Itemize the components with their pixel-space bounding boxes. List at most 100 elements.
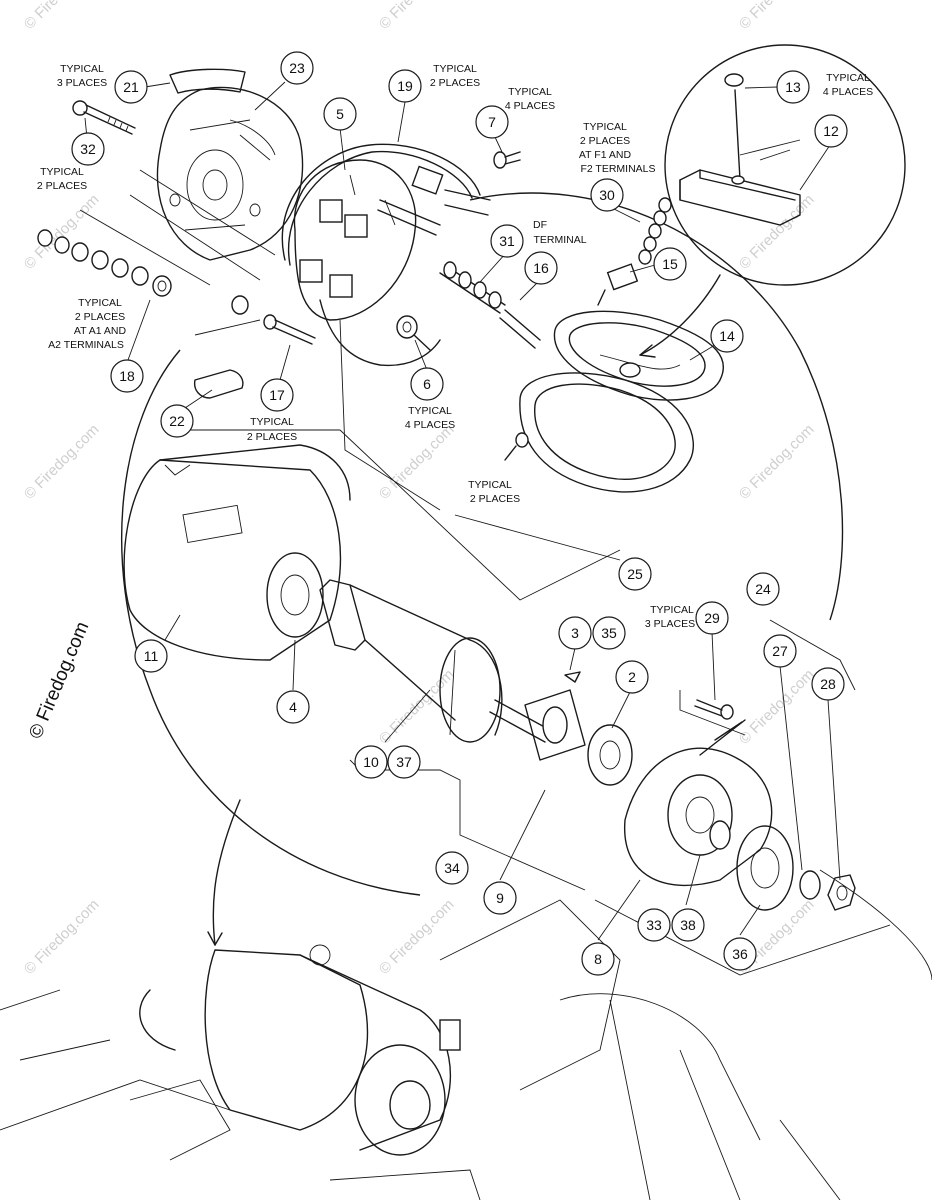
callout-27: 27 — [763, 634, 797, 668]
callout-22: 22 — [160, 404, 194, 438]
field-coil-assembly — [504, 310, 724, 493]
svg-text:35: 35 — [601, 625, 617, 641]
svg-text:2: 2 — [628, 669, 636, 685]
svg-text:11: 11 — [144, 648, 159, 664]
wire-lead — [319, 299, 441, 367]
watermark: © Firedog.com — [376, 0, 458, 33]
svg-text:4: 4 — [289, 699, 297, 715]
callout-30: 30 — [590, 178, 624, 212]
svg-text:33: 33 — [646, 917, 662, 933]
svg-text:38: 38 — [680, 917, 696, 933]
watermark: © Firedog.com — [376, 896, 458, 978]
svg-text:30: 30 — [599, 187, 615, 203]
watermark: © Firedog.com — [736, 191, 818, 273]
terminal-stack-15 — [597, 197, 672, 306]
washer-stack — [37, 229, 172, 297]
watermark: © Firedog.com — [376, 421, 458, 503]
callout-23: 23 — [280, 51, 314, 85]
svg-text:18: 18 — [119, 368, 135, 384]
pulley-nut-group — [709, 820, 856, 911]
svg-text:37: 37 — [396, 754, 412, 770]
brand-label: © Firedog.com — [25, 619, 93, 742]
commutator-end-head — [156, 86, 304, 261]
svg-text:21: 21 — [123, 79, 139, 95]
svg-text:29: 29 — [704, 610, 720, 626]
callout-6: 6 — [410, 367, 444, 401]
svg-text:6: 6 — [423, 376, 431, 392]
svg-text:27: 27 — [772, 643, 788, 659]
svg-text:28: 28 — [820, 676, 836, 692]
callout-33: 33 — [637, 908, 671, 942]
callout-3: 3 — [558, 616, 592, 650]
svg-text:31: 31 — [499, 233, 515, 249]
watermark: © Firedog.com — [21, 896, 103, 978]
brush-spring — [396, 315, 431, 351]
svg-text:23: 23 — [289, 60, 305, 76]
cover-band — [169, 68, 246, 94]
screw-29 — [694, 699, 734, 720]
callout-36: 36 — [723, 937, 757, 971]
watermark: © Firedog.com — [376, 666, 458, 748]
wire-harness — [281, 143, 481, 266]
callout-7: 7 — [475, 105, 509, 139]
watermark: © Firedog.com — [21, 191, 103, 273]
svg-text:36: 36 — [732, 946, 748, 962]
svg-text:34: 34 — [444, 860, 460, 876]
callout-15: 15 — [653, 247, 687, 281]
svg-text:15: 15 — [662, 256, 678, 272]
callout-2: 2 — [615, 660, 649, 694]
svg-text:22: 22 — [169, 413, 185, 429]
callout-18: 18 — [110, 359, 144, 393]
callout-8: 8 — [581, 942, 615, 976]
callout-13: 13 — [776, 70, 810, 104]
svg-text:13: 13 — [785, 79, 801, 95]
callout-10: 10 — [354, 745, 388, 779]
svg-text:19: 19 — [397, 78, 413, 94]
watermark: © Firedog.com — [736, 666, 818, 748]
screw-17 — [263, 314, 316, 345]
callout-17: 17 — [260, 378, 294, 412]
watermark: © Firedog.com — [736, 0, 818, 33]
screw-7 — [493, 151, 521, 169]
detail-inset — [639, 44, 906, 358]
watermark: © Firedog.com — [736, 421, 818, 503]
watermark: © Firedog.com — [21, 0, 103, 33]
callout-31: 31 — [490, 224, 524, 258]
terminal-stud-16 — [439, 261, 541, 349]
svg-text:32: 32 — [80, 141, 96, 157]
callout-29: 29 — [695, 601, 729, 635]
svg-text:5: 5 — [336, 106, 344, 122]
svg-text:8: 8 — [594, 951, 602, 967]
terminal-cover-cap — [193, 369, 244, 399]
brush-holder-assembly — [293, 159, 417, 321]
watermarks: © Firedog.com © Firedog.com © Firedog.co… — [21, 0, 818, 978]
callout-14: 14 — [710, 319, 744, 353]
svg-text:14: 14 — [719, 328, 735, 344]
callout-21: 21 — [114, 70, 148, 104]
through-bolt — [72, 100, 136, 135]
watermark: © Firedog.com — [21, 421, 103, 503]
svg-text:7: 7 — [488, 114, 496, 130]
installed-view — [0, 799, 932, 1200]
callout-37: 37 — [387, 745, 421, 779]
callout-24: 24 — [746, 572, 780, 606]
terminal-block — [377, 165, 491, 236]
svg-text:10: 10 — [363, 754, 379, 770]
callout-4: 4 — [276, 690, 310, 724]
callout-25: 25 — [618, 557, 652, 591]
svg-text:17: 17 — [269, 387, 285, 403]
callout-9: 9 — [483, 881, 517, 915]
callout-5: 5 — [323, 97, 357, 131]
